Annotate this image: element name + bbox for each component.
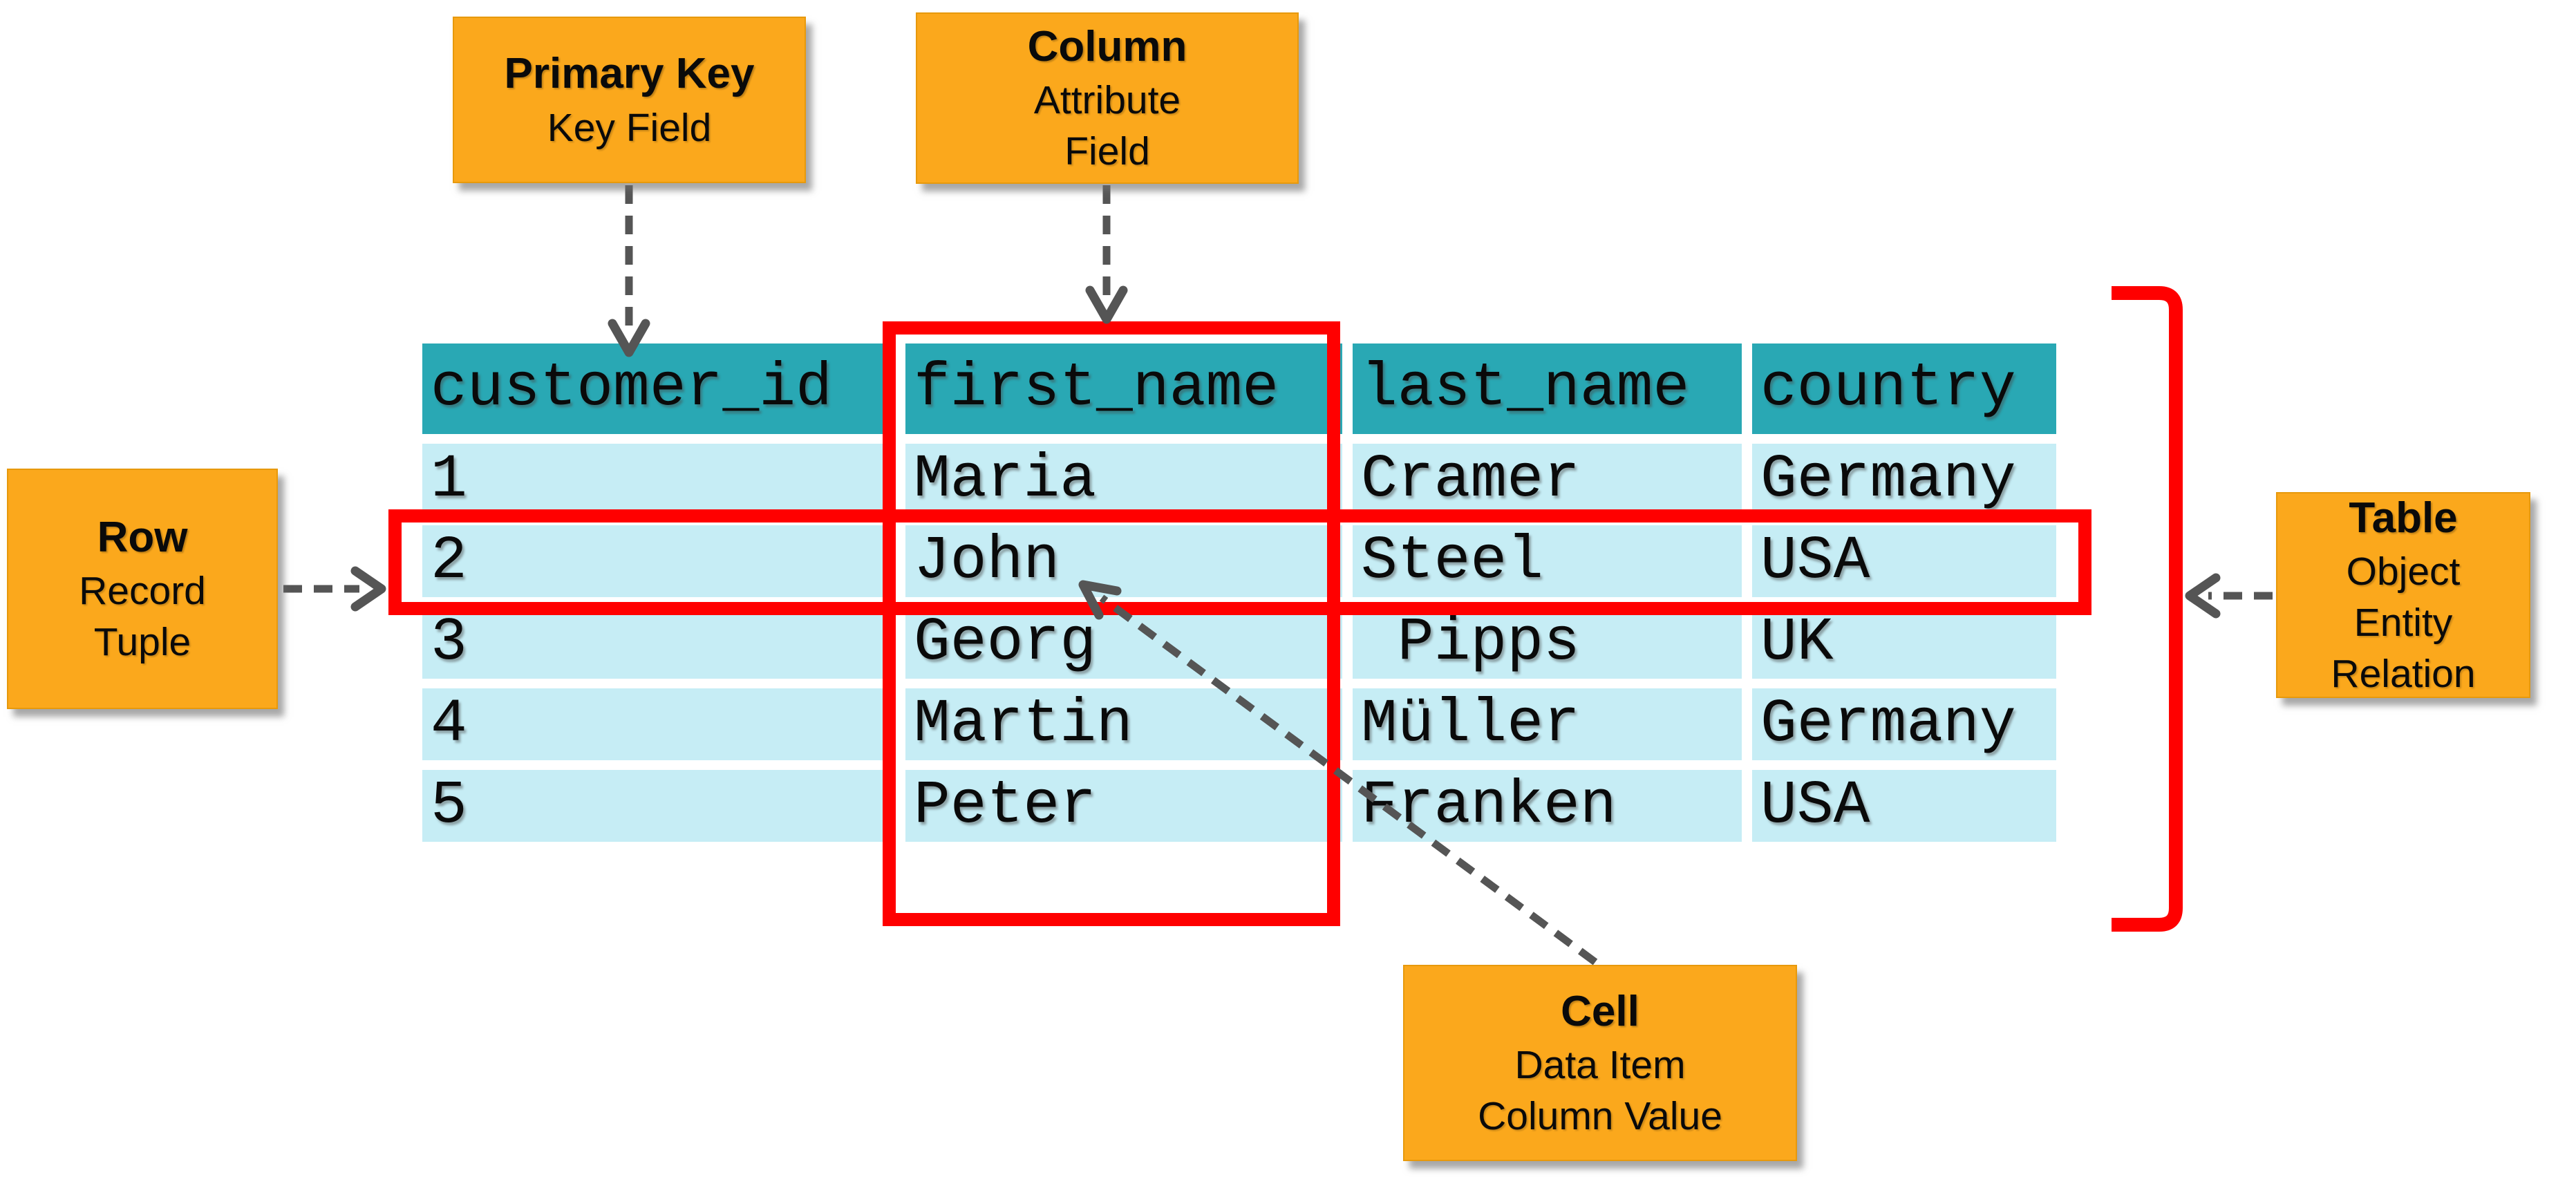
table-cell: Maria [905, 444, 1342, 516]
callout-table-title: Table [2349, 493, 2458, 542]
table-cell: Steel [1353, 525, 1742, 597]
table-cell-highlighted: John [905, 525, 1342, 597]
table-cell: 5 [422, 770, 895, 842]
callout-primary-key-title: Primary Key [504, 50, 755, 98]
callout-table-line: Entity [2353, 601, 2453, 646]
table-cell: Germany [1752, 688, 2056, 760]
callout-row-line: Record [79, 569, 206, 614]
callout-row-title: Row [97, 513, 188, 561]
table-cell: Cramer [1353, 444, 1742, 516]
callout-column-line: Field [1064, 129, 1150, 174]
callout-column-title: Column [1027, 22, 1187, 70]
callout-table-line: Relation [2331, 652, 2476, 697]
header-last-name: last_name [1353, 343, 1742, 434]
table-cell: UK [1752, 607, 2056, 679]
row-arrow-head [350, 566, 386, 612]
column-arrow-head [1085, 285, 1128, 324]
table-cell: USA [1752, 525, 2056, 597]
table-arrow-head [2185, 573, 2221, 619]
table-cell: 4 [422, 688, 895, 760]
callout-table-line: Object [2346, 549, 2461, 594]
callout-cell: Cell Data Item Column Value [1403, 965, 1797, 1161]
header-customer-id: customer_id [422, 343, 895, 434]
column-highlight-rectangle [883, 321, 1340, 926]
table-cell: Müller [1353, 688, 1742, 760]
table-cell: 2 [422, 525, 895, 597]
table-cell: Franken [1353, 770, 1742, 842]
callout-row-line: Tuple [93, 620, 191, 665]
header-country: country [1752, 343, 2056, 434]
callout-column: Column Attribute Field [916, 12, 1299, 184]
table-cell: Germany [1752, 444, 2056, 516]
callout-column-line: Attribute [1033, 78, 1181, 123]
callout-primary-key: Primary Key Key Field [453, 17, 806, 183]
callout-primary-key-line: Key Field [547, 105, 712, 150]
table-cell: 3 [422, 607, 895, 679]
callout-table: Table Object Entity Relation [2276, 492, 2530, 698]
callout-row: Row Record Tuple [7, 469, 278, 709]
table-bracket [2112, 286, 2183, 932]
callout-cell-line: Column Value [1478, 1094, 1722, 1139]
table-cell: Pipps [1353, 607, 1742, 679]
table-cell: 1 [422, 444, 895, 516]
row-highlight-rectangle [388, 509, 2091, 615]
header-first-name: first_name [905, 343, 1342, 434]
callout-cell-line: Data Item [1514, 1043, 1686, 1088]
table-cell: USA [1752, 770, 2056, 842]
callout-cell-title: Cell [1561, 987, 1639, 1035]
